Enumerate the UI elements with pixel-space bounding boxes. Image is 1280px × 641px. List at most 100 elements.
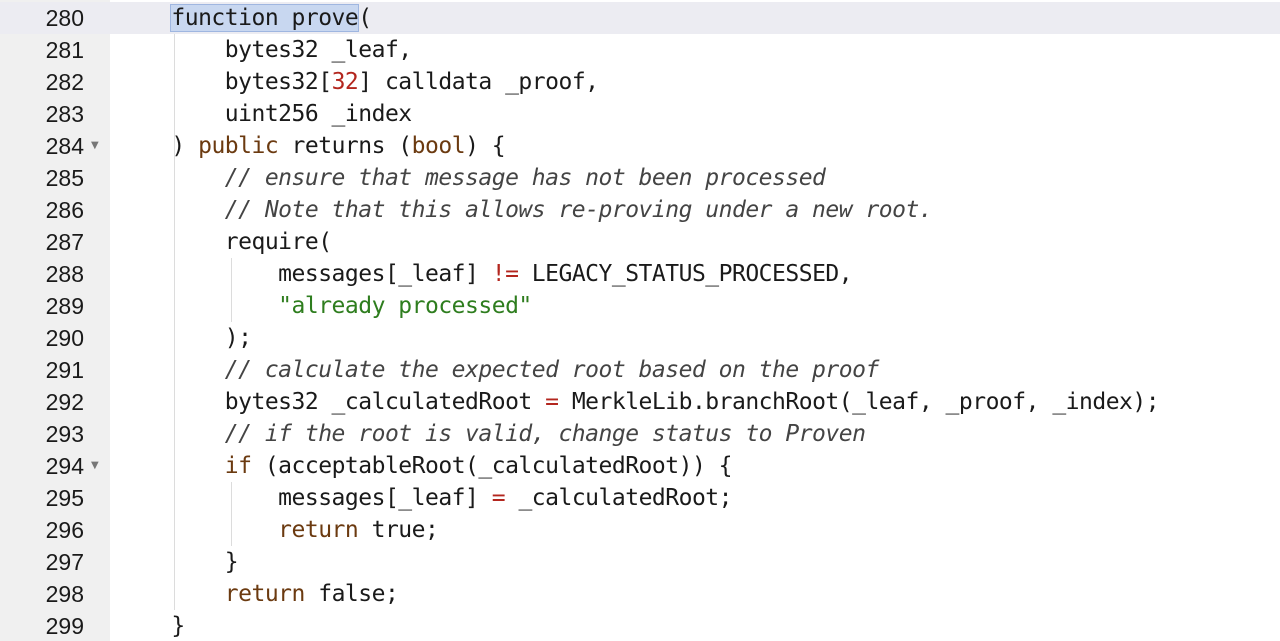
- code-token: // if the root is valid, change status t…: [224, 421, 866, 447]
- code-text: // ensure that message has not been proc…: [118, 162, 826, 194]
- code-line[interactable]: 296 return true;: [0, 514, 1280, 546]
- code-line[interactable]: 291 // calculate the expected root based…: [0, 354, 1280, 386]
- code-token: ) {: [465, 133, 506, 159]
- code-text: bytes32[32] calldata _proof,: [118, 66, 599, 98]
- line-number: 298: [45, 581, 84, 607]
- code-token: }: [118, 613, 185, 639]
- code-line[interactable]: 284 ▼ ) public returns (bool) {: [0, 130, 1280, 162]
- line-number: 292: [45, 389, 84, 415]
- code-line[interactable]: 289 "already processed": [0, 290, 1280, 322]
- code-line[interactable]: 285 // ensure that message has not been …: [0, 162, 1280, 194]
- code-line[interactable]: 293 // if the root is valid, change stat…: [0, 418, 1280, 450]
- line-number: 296: [45, 517, 84, 543]
- code-text: }: [118, 546, 239, 578]
- code-line[interactable]: 298 return false;: [0, 578, 1280, 610]
- code-token: return: [278, 517, 359, 543]
- line-number: 299: [45, 613, 84, 639]
- code-text: if (acceptableRoot(_calculatedRoot)) {: [118, 450, 733, 482]
- code-token: [118, 5, 171, 31]
- code-text: uint256 _index: [118, 98, 412, 130]
- code-line[interactable]: 299 }: [0, 610, 1280, 641]
- code-token: LEGACY_STATUS_PROCESSED,: [518, 261, 853, 287]
- code-token: messages[_leaf]: [118, 261, 492, 287]
- code-token: bool: [411, 133, 466, 159]
- code-text: "already processed": [118, 290, 532, 322]
- code-line[interactable]: 280 function prove(: [0, 2, 1280, 34]
- code-token: [118, 197, 225, 223]
- code-text: }: [118, 610, 185, 641]
- code-token: // calculate the expected root based on …: [224, 357, 880, 383]
- code-token: [118, 293, 278, 319]
- line-number: 282: [45, 69, 84, 95]
- indent-guide: [231, 258, 232, 322]
- code-token: [118, 517, 278, 543]
- code-text: messages[_leaf] = _calculatedRoot;: [118, 482, 732, 514]
- line-number: 285: [45, 165, 84, 191]
- code-token: bytes32 _leaf,: [118, 37, 412, 63]
- code-token: );: [118, 325, 252, 351]
- code-token: messages[_leaf]: [118, 485, 492, 511]
- code-token: }: [118, 549, 239, 575]
- line-number: 289: [45, 293, 84, 319]
- line-number: 297: [45, 549, 84, 575]
- code-line[interactable]: 287 require(: [0, 226, 1280, 258]
- code-line[interactable]: 294 ▼ if (acceptableRoot(_calculatedRoot)…: [0, 450, 1280, 482]
- code-token: true;: [358, 517, 439, 543]
- code-line[interactable]: 295 messages[_leaf] = _calculatedRoot;: [0, 482, 1280, 514]
- code-token: bytes32[: [118, 69, 332, 95]
- indent-guide: [174, 34, 175, 610]
- line-number-gutter: [0, 0, 110, 641]
- code-line[interactable]: 292 bytes32 _calculatedRoot = MerkleLib.…: [0, 386, 1280, 418]
- code-token: !=: [491, 261, 519, 287]
- fold-arrow-icon[interactable]: ▼: [91, 460, 99, 471]
- code-text: // if the root is valid, change status t…: [118, 418, 866, 450]
- line-number: 280: [45, 5, 84, 31]
- code-token: if: [224, 453, 252, 479]
- line-number: 294: [45, 453, 84, 479]
- code-line[interactable]: 288 messages[_leaf] != LEGACY_STATUS_PRO…: [0, 258, 1280, 290]
- code-token: =: [545, 389, 559, 415]
- fold-arrow-icon[interactable]: ▼: [91, 140, 99, 151]
- code-text: require(: [118, 226, 332, 258]
- code-line[interactable]: 290 );: [0, 322, 1280, 354]
- line-number: 281: [45, 37, 84, 63]
- code-token: ] calldata _proof,: [358, 69, 599, 95]
- line-number: 295: [45, 485, 84, 511]
- code-line[interactable]: 282 bytes32[32] calldata _proof,: [0, 66, 1280, 98]
- code-line[interactable]: 297 }: [0, 546, 1280, 578]
- code-text: // Note that this allows re-proving unde…: [118, 194, 933, 226]
- line-number: 284: [45, 133, 84, 159]
- code-token: returns (: [278, 133, 413, 159]
- code-token: "already processed": [278, 293, 532, 319]
- code-token: [118, 453, 225, 479]
- code-text: return true;: [118, 514, 439, 546]
- code-token: // ensure that message has not been proc…: [224, 165, 826, 191]
- code-line[interactable]: 283 uint256 _index: [0, 98, 1280, 130]
- code-line[interactable]: 286 // Note that this allows re-proving …: [0, 194, 1280, 226]
- code-text: ) public returns (bool) {: [118, 130, 505, 162]
- code-token: (acceptableRoot(_calculatedRoot)) {: [251, 453, 733, 479]
- code-token: _calculatedRoot;: [505, 485, 732, 511]
- code-token: return: [224, 581, 306, 607]
- code-text: function prove(: [118, 2, 372, 34]
- code-token: function prove: [170, 4, 360, 32]
- line-number: 287: [45, 229, 84, 255]
- code-token: [118, 421, 225, 447]
- code-token: =: [491, 485, 506, 511]
- code-token: [118, 165, 225, 191]
- line-number: 286: [45, 197, 84, 223]
- code-text: bytes32 _leaf,: [118, 34, 412, 66]
- line-number: 293: [45, 421, 84, 447]
- indent-guide: [231, 482, 232, 546]
- code-text: );: [118, 322, 252, 354]
- code-token: [118, 581, 225, 607]
- code-text: messages[_leaf] != LEGACY_STATUS_PROCESS…: [118, 258, 852, 290]
- code-line[interactable]: 281 bytes32 _leaf,: [0, 34, 1280, 66]
- code-token: uint256 _index: [118, 101, 412, 127]
- code-text: bytes32 _calculatedRoot = MerkleLib.bran…: [118, 386, 1160, 418]
- code-token: 32: [331, 69, 359, 95]
- code-token: bytes32 _calculatedRoot: [118, 389, 546, 415]
- code-token: MerkleLib.branchRoot(_leaf, _proof, _ind…: [558, 389, 1160, 415]
- line-number: 283: [45, 101, 84, 127]
